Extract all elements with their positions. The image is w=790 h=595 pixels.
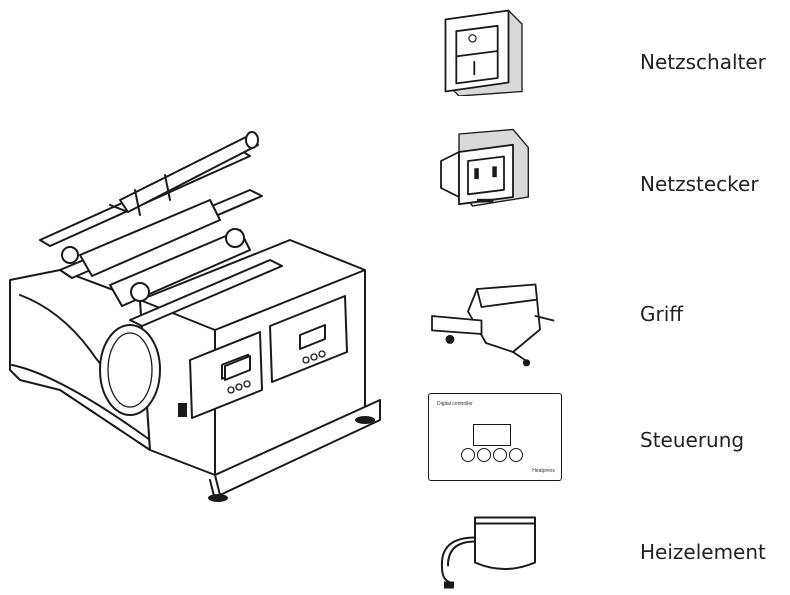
controller-display xyxy=(473,424,511,446)
label-power-socket: Netzstecker xyxy=(640,172,759,196)
controller-button xyxy=(461,448,475,462)
heating-element-icon xyxy=(440,516,536,589)
label-heating-element: Heizelement xyxy=(640,540,766,564)
controller-icon: Digital controller Heatpress xyxy=(428,393,562,481)
label-power-switch: Netzschalter xyxy=(640,50,766,74)
controller-button xyxy=(509,448,523,462)
power-inlet-icon xyxy=(440,128,529,207)
controller-button xyxy=(493,448,507,462)
handle-icon xyxy=(431,283,555,367)
controller-panel-brand: Heatpress xyxy=(532,468,555,474)
label-controller: Steuerung xyxy=(640,428,745,452)
controller-buttons xyxy=(461,448,523,462)
controller-button xyxy=(477,448,491,462)
label-handle: Griff xyxy=(640,302,684,326)
rocker-switch-icon xyxy=(444,9,523,96)
mug-press-machine xyxy=(9,131,381,502)
controller-panel-title: Digital controller xyxy=(437,401,473,407)
